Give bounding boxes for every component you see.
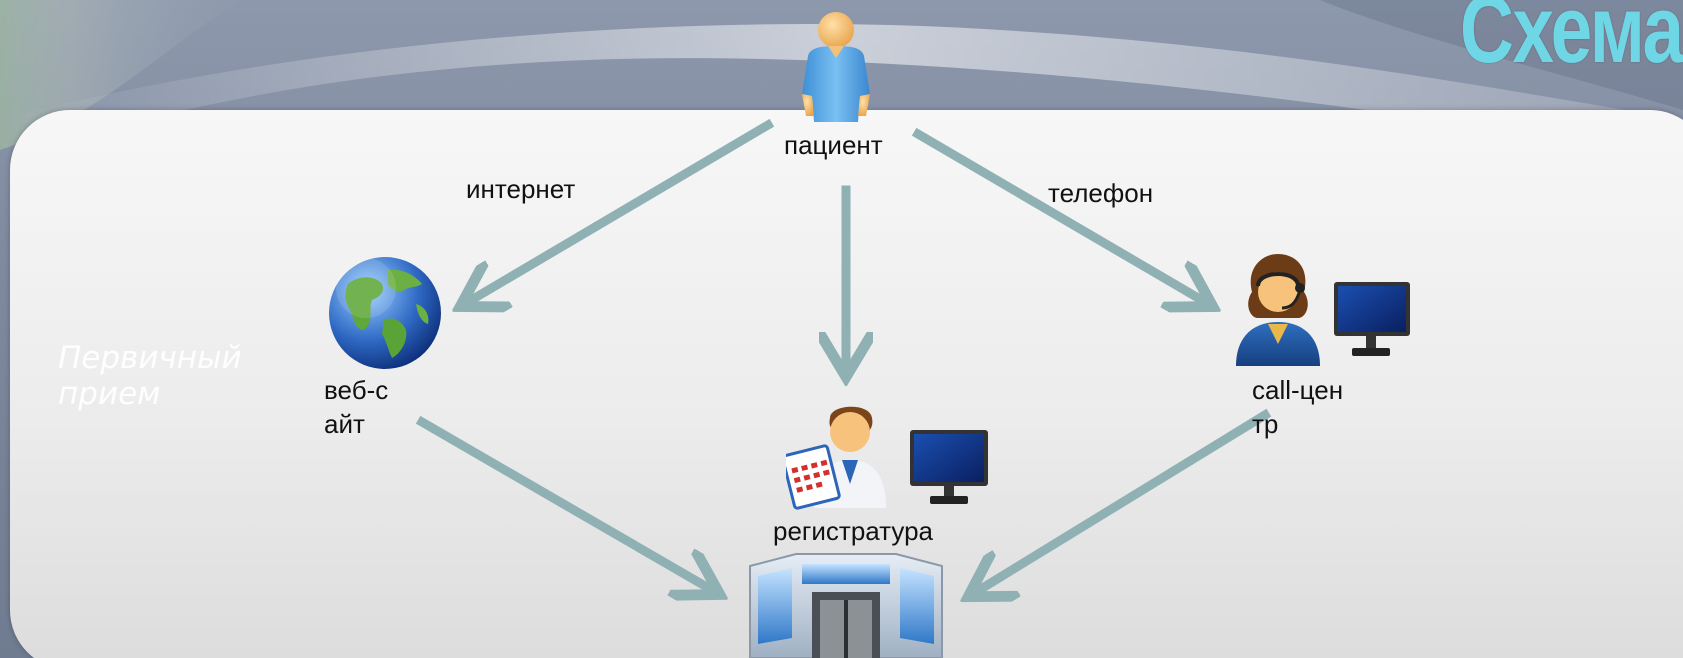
slide-title: Схема [1460,0,1683,83]
side-caption: Первичный прием [58,340,242,412]
globe-icon [329,257,441,369]
operator-computer-icon [1236,254,1410,366]
node-label-website: веб-сайт [324,375,389,439]
receptionist-computer-icon [786,406,988,510]
edge-label-phone: телефон [1048,178,1154,208]
building-icon [749,553,943,658]
node-label-patient: пациент [784,130,883,160]
person-icon [802,12,870,122]
node-label-registry: регистратура [773,516,934,546]
node-label-callcenter: call-центр [1252,375,1344,439]
edge-label-internet: интернет [466,174,576,204]
